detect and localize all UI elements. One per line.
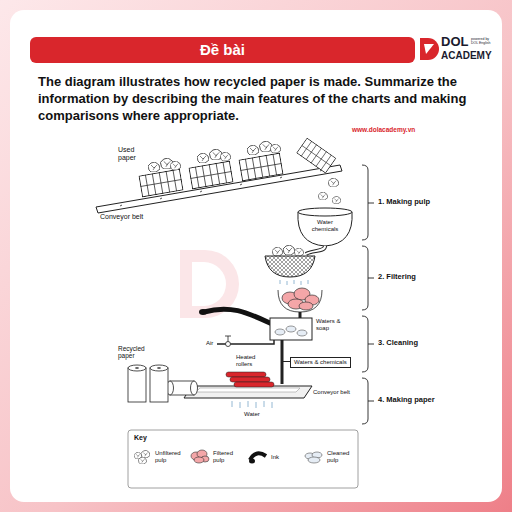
legend-swatch bbox=[304, 448, 324, 466]
stage-label: 3. Cleaning bbox=[378, 339, 418, 348]
legend-swatch bbox=[248, 448, 268, 466]
stage-brackets bbox=[362, 165, 374, 424]
logo-text: ACADEMY bbox=[441, 50, 492, 62]
part-label: Conveyor belt bbox=[100, 213, 143, 221]
pulp-vat bbox=[298, 208, 352, 254]
legend-item: Cleaned pulp bbox=[304, 448, 357, 466]
logo-mark bbox=[420, 38, 439, 60]
box-text: Waters & chemicals bbox=[294, 359, 347, 366]
note-box: Waters & chemicals bbox=[290, 357, 351, 368]
stage-label: 4. Making paper bbox=[378, 396, 435, 405]
part-label: Heated rollers bbox=[236, 354, 266, 368]
legend-item: Unfiltered pulp bbox=[132, 448, 185, 466]
part-label: Waters & soap bbox=[316, 318, 346, 332]
legend-swatch bbox=[132, 448, 152, 466]
legend-item: Ink bbox=[248, 448, 301, 466]
title: Đề bài bbox=[30, 37, 415, 63]
part-label: Used paper bbox=[118, 146, 142, 162]
key-box bbox=[128, 430, 358, 488]
legend-swatch bbox=[190, 448, 210, 466]
website: www.dolacademy.vn bbox=[352, 126, 415, 133]
part-label: Recycled paper bbox=[118, 345, 150, 360]
header-band bbox=[30, 37, 415, 63]
prompt-text: The diagram illustrates how recycled pap… bbox=[38, 73, 478, 124]
legend-text: Cleaned pulp bbox=[327, 450, 357, 464]
stage-label: 2. Filtering bbox=[378, 273, 416, 282]
legend-text: Ink bbox=[271, 454, 301, 461]
part-label: Conveyor belt bbox=[313, 389, 350, 396]
logo-text: DOL bbox=[441, 35, 468, 50]
legend-text: Filtered pulp bbox=[213, 450, 243, 464]
legend-text: Unfiltered pulp bbox=[155, 450, 185, 464]
paper-machine bbox=[167, 372, 313, 408]
paper-crates bbox=[138, 138, 341, 204]
legend-item: Filtered pulp bbox=[190, 448, 243, 466]
sieve bbox=[265, 245, 315, 285]
cleaning-tank bbox=[199, 309, 312, 384]
part-label: Air bbox=[206, 340, 213, 347]
part-label: Water chemicals bbox=[309, 219, 341, 233]
filtered-pulp-pile bbox=[278, 288, 322, 318]
stage-label: 1. Making pulp bbox=[378, 198, 430, 207]
recycled-paper-rolls bbox=[128, 365, 168, 402]
logo-tagline: powered by DOL English bbox=[471, 37, 495, 45]
part-label: Water bbox=[244, 411, 260, 418]
legend-title: Key bbox=[134, 434, 147, 442]
